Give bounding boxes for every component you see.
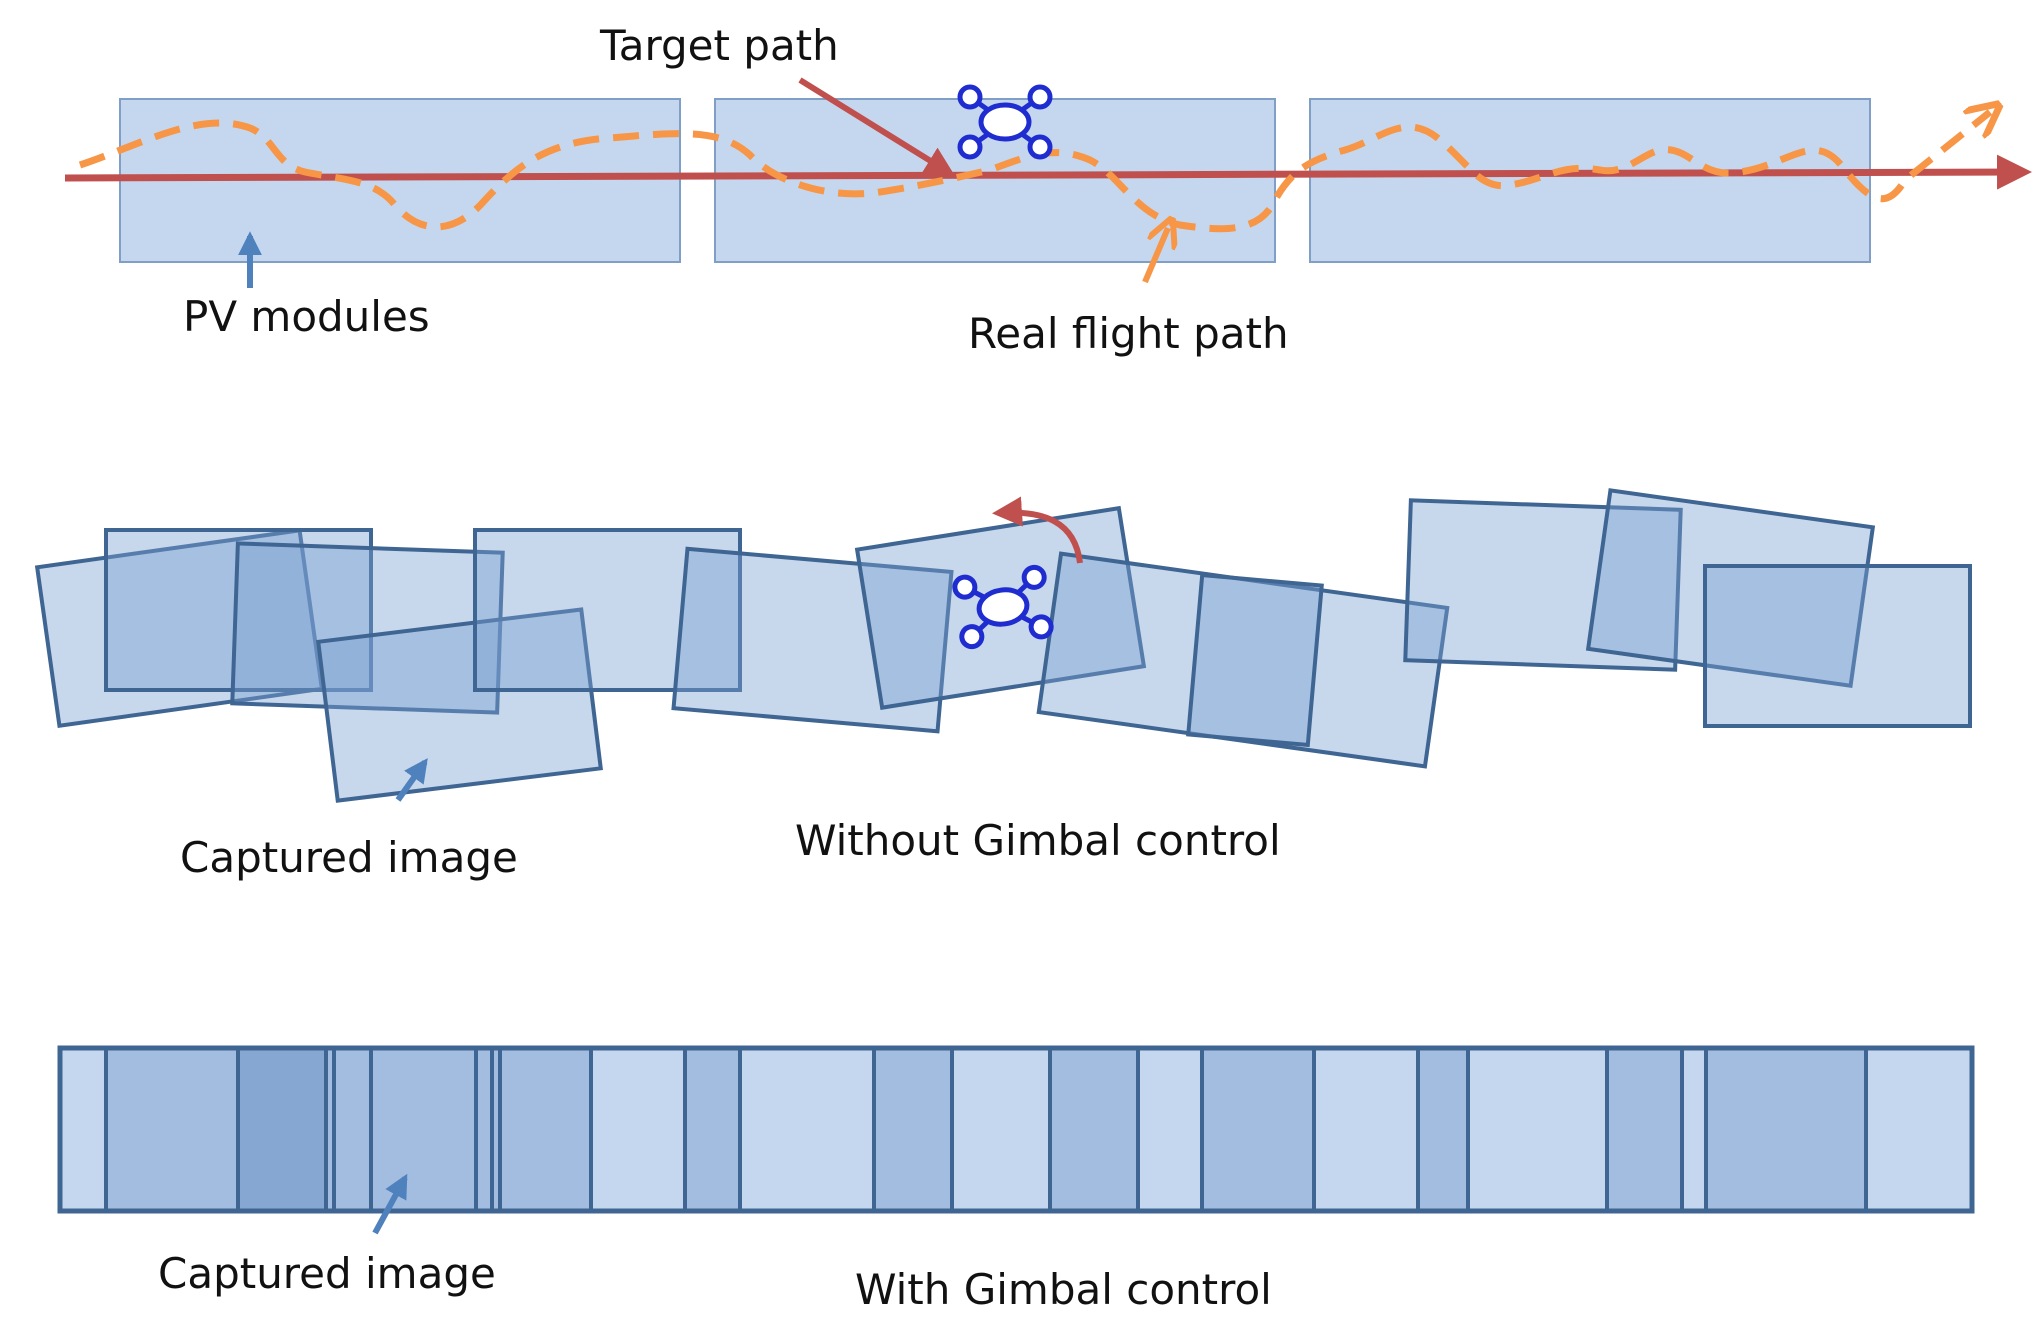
drone-icon xyxy=(952,564,1054,650)
pv-modules-label: PV modules xyxy=(183,292,430,341)
overlap-band xyxy=(685,1048,740,1211)
overlap-band xyxy=(238,1048,326,1211)
section-without-gimbal xyxy=(34,488,1972,803)
overlap-band xyxy=(1607,1048,1682,1211)
pv-module xyxy=(1309,98,1871,263)
overlap-band xyxy=(1706,1048,1866,1211)
real-flight-path-label: Real flight path xyxy=(968,309,1289,358)
captured-image-label: Captured image xyxy=(158,1249,496,1298)
target-path-pointer-arrow xyxy=(798,77,956,177)
captured-image-frame xyxy=(1585,488,1876,688)
captured-image-frame xyxy=(230,541,505,715)
section-with-gimbal xyxy=(57,1045,1975,1214)
without-gimbal-label: Without Gimbal control xyxy=(795,816,1281,865)
captured-image-frame xyxy=(1403,498,1683,672)
captured-image-frame xyxy=(1186,572,1324,748)
section-flight-paths: Target path PV modules Real flight path xyxy=(64,21,2032,358)
drone-icon xyxy=(957,84,1053,160)
real-flight-path-line xyxy=(78,112,1990,233)
overlap-band xyxy=(874,1048,952,1211)
target-path-line xyxy=(64,154,2032,190)
captured-image-frame xyxy=(473,528,742,692)
frame-dividers xyxy=(104,1048,1868,1211)
captured-image-pointer-arrow xyxy=(372,1173,408,1235)
overlap-band xyxy=(476,1048,591,1211)
target-path-label: Target path xyxy=(599,21,839,70)
overlap-bands xyxy=(106,1048,1866,1211)
captured-image-frame xyxy=(671,546,954,734)
real-flight-path-pointer-arrow xyxy=(1142,228,1168,284)
captured-image-frame xyxy=(34,528,325,728)
image-strip-border xyxy=(57,1045,1975,1214)
overlap-band xyxy=(1418,1048,1468,1211)
overlap-band xyxy=(1050,1048,1138,1211)
captured-image-label: Captured image xyxy=(180,833,518,882)
overlap-band xyxy=(106,1048,238,1211)
captured-image-frame xyxy=(1703,564,1972,728)
captured-image-pointer-arrow xyxy=(395,758,428,802)
with-gimbal-label: With Gimbal control xyxy=(855,1265,1272,1314)
captured-image-frame xyxy=(104,528,373,692)
rotation-arrow xyxy=(992,496,1083,564)
overlap-band xyxy=(1202,1048,1314,1211)
